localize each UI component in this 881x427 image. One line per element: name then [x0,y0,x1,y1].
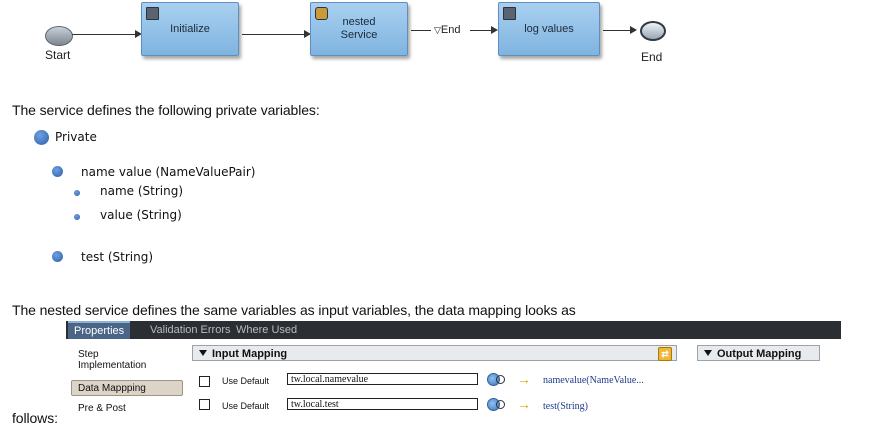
mapping-target-test: test(String) [543,401,588,412]
side-label-line1: Step [78,349,99,360]
side-label-line2: Implementation [78,360,147,371]
tree-root-private: Private [55,130,97,144]
task-icon [503,7,516,20]
follows-text: follows: [12,410,58,426]
tree-item-value: value (String) [100,208,182,222]
use-default-label: Use Default [222,401,270,411]
mapping-paragraph: The nested service defines the same vari… [12,302,576,318]
service-icon [315,7,328,20]
mapping-input-test[interactable]: tw.local.test [287,398,478,410]
connector-line [411,30,431,31]
connector-line [72,34,136,35]
side-item-pre-post[interactable]: Pre & Post [78,403,126,414]
arrow-icon [304,30,311,38]
end-branch-label: ▽End [434,24,461,36]
intro-paragraph: The service defines the following privat… [12,102,320,118]
side-item-step-implementation[interactable]: Step Implementation [78,349,146,371]
tab-properties[interactable]: Properties [68,321,131,339]
tree-item-namevalue: name value (NameValuePair) [81,165,256,179]
task-label: Initialize [170,22,210,35]
arrow-icon [491,26,498,34]
mapping-target-namevalue: namevalue(NameValue... [543,375,644,386]
connector-line [470,30,492,31]
use-default-label: Use Default [222,376,270,386]
bullet-icon [74,214,80,220]
tab-where-used[interactable]: Where Used [236,324,298,336]
connector-line [242,34,305,35]
arrow-right-icon: → [517,396,531,412]
use-default-checkbox[interactable] [199,376,210,387]
side-item-data-mapping[interactable]: Data Mappping [71,380,183,396]
arrow-right-icon: → [517,371,531,387]
end-label: End [641,50,663,64]
task-icon [146,7,159,20]
task-nested-service[interactable]: nested Service [310,2,408,56]
collapse-triangle-icon [704,350,712,356]
task-label-line2: Service [340,29,378,41]
end-event[interactable] [640,21,666,41]
arrow-icon [135,30,142,38]
output-mapping-header[interactable]: Output Mapping [697,345,820,361]
input-mapping-title: Input Mapping [212,348,288,360]
mapping-input-namevalue[interactable]: tw.local.namevalue [287,373,478,385]
bullet-icon [52,251,63,262]
task-label: log values [524,22,574,35]
arrow-icon [630,26,637,34]
output-mapping-title: Output Mapping [717,348,802,360]
use-default-checkbox[interactable] [199,399,210,410]
folder-bullet-icon [34,130,49,145]
sync-icon[interactable]: ⇄ [658,347,672,361]
start-label: Start [45,48,71,62]
input-mapping-header[interactable]: Input Mapping ⇄ [192,345,677,361]
connector-line [603,30,631,31]
start-event[interactable] [45,26,73,46]
task-log-values[interactable]: log values [498,2,600,56]
tree-item-name: name (String) [100,184,184,198]
search-icon[interactable] [496,400,505,409]
bullet-icon [74,190,80,196]
tree-item-test: test (String) [81,250,154,264]
task-initialize[interactable]: Initialize [141,2,239,56]
task-label-line1: nested [342,16,376,28]
panel-tab-bar: Properties Validation Errors Where Used [66,321,841,339]
tab-validation-errors[interactable]: Validation Errors [150,324,231,336]
collapse-triangle-icon [199,350,207,356]
search-icon[interactable] [496,375,505,384]
bullet-icon [52,166,63,177]
